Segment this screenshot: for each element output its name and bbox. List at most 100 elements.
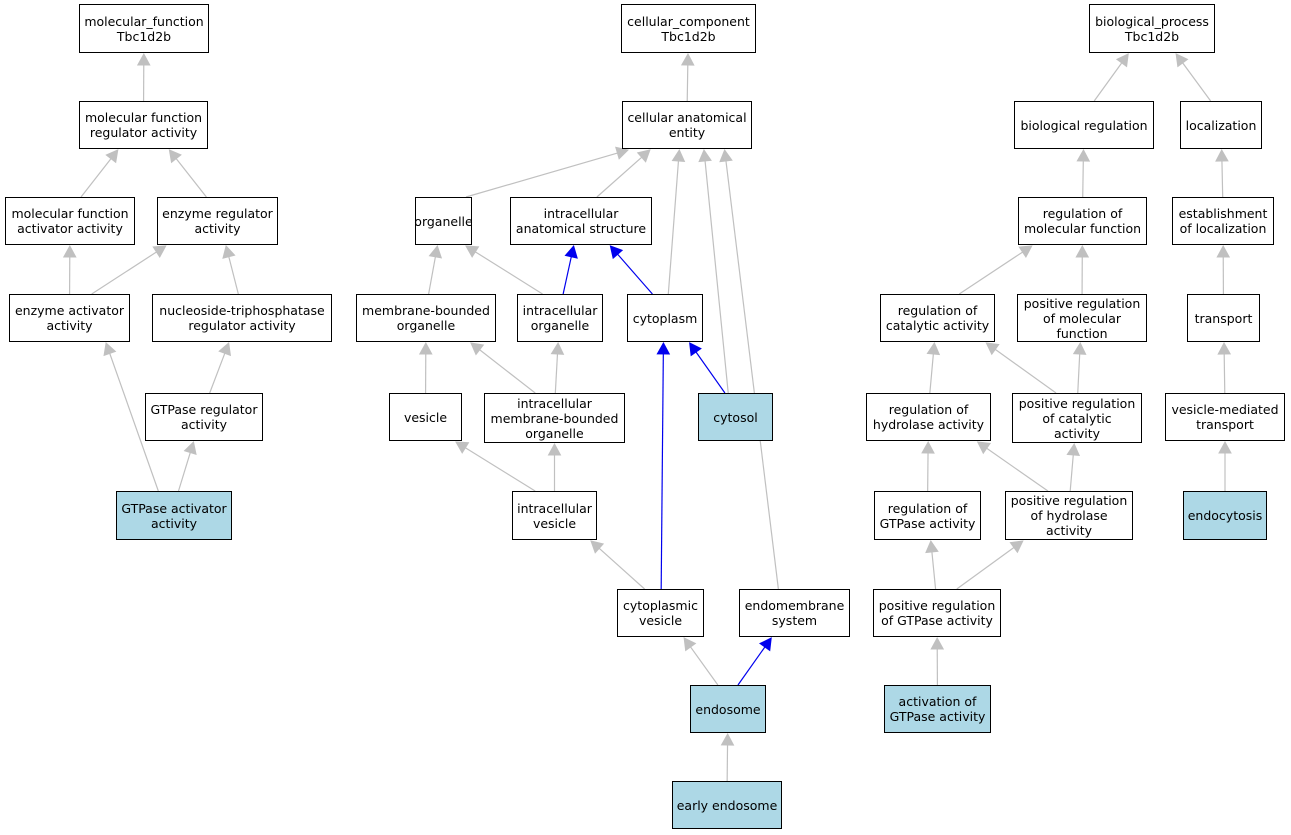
term-node-transport[interactable]: transport [1187,294,1260,342]
edge-enz-act-to-enz-reg [91,251,157,295]
edge-gtp-act-to-gtp-reg [177,452,191,492]
term-label-line: activity [46,318,93,333]
term-node-cytoplasm[interactable]: cytoplasm [627,294,703,342]
term-label-line: Tbc1d2b [116,28,172,44]
term-node-endocytosis[interactable]: endocytosis [1183,491,1267,540]
edge-gtp-reg-to-ntp-reg [209,353,226,394]
edge-reg-cat-to-reg-mf [958,251,1023,295]
term-label-line: organelle [530,318,590,333]
edge-reg-hyd-to-reg-cat [929,353,934,394]
term-label-line: positive regulation [1023,295,1141,311]
term-label-line: vesicle-mediated [1171,402,1279,417]
arrowhead-transport [1217,341,1232,355]
term-label-line: endosome [695,701,761,717]
term-label-line: activation of [898,694,977,709]
term-label-line: molecular_function [84,13,204,29]
term-label-line: function [1056,325,1108,341]
term-label-line: intracellular [517,500,592,516]
arrowhead-cae [636,149,651,163]
edge-enz-reg-to-mf-reg [175,158,207,198]
term-label-line: of localization [1179,221,1267,236]
term-label-line: molecular function [11,206,129,221]
arrowhead-cv [683,637,697,652]
edge-pos-hyd-to-reg-hyd [986,447,1049,492]
arrowhead-bioreg [1076,148,1091,162]
arrowhead-organelle [428,244,443,259]
term-label-line: positive regulation [1010,493,1128,508]
edge-organelle-to-cae [465,152,618,198]
arrowhead-cae [615,146,630,160]
term-label-line: organelle [396,318,456,333]
arrowhead-iv [590,540,605,554]
term-label-line: transport [1196,417,1254,432]
edge-cytoplasm-to-ias [617,253,653,295]
edge-cytoplasm-to-cae [667,160,680,295]
arrowhead-loc [1215,148,1229,162]
term-label-line: of GTPase activity [881,613,993,628]
arrowhead-mbo [470,342,485,356]
arrowhead-cc-root [680,52,695,66]
term-label-line: GTPase regulator [150,402,258,417]
term-node-bioreg[interactable]: biological regulation [1014,101,1154,149]
edge-reg-mf-to-bioreg [1082,160,1084,198]
arrowhead-cae [719,148,733,163]
term-node-early[interactable]: early endosome [672,781,782,829]
term-label-line: membrane-bounded [490,410,619,426]
term-node-cytosol[interactable]: cytosol [698,393,773,441]
edge-iv-to-vesicle [465,447,536,492]
edge-imbo-to-mbo [479,349,536,394]
term-label-line: cytoplasm [632,310,698,326]
term-node-vesicle[interactable]: vesicle [389,393,462,441]
term-node-endosome[interactable]: endosome [690,685,766,733]
term-label-line: vesicle [532,515,577,531]
arrowhead-organelle [465,245,480,258]
term-label-line: cytosol [713,409,758,425]
term-label-line: enzyme activator [14,303,125,318]
arrowhead-reg-mf [1018,245,1033,259]
arrowhead-reg-cat [985,342,1000,356]
arrowhead-vmt [1218,440,1232,454]
edge-mbo-to-organelle [428,256,436,295]
arrowhead-reg-mf [1075,244,1090,258]
arrowhead-cytoplasm [656,341,671,355]
arrowhead-pos-hyd [1009,540,1024,554]
arrowhead-ias [609,245,624,260]
edge-cae-to-cc-root [686,64,689,102]
arrowhead-endosome [720,732,735,746]
term-node-organelle[interactable]: organelle [414,197,473,245]
term-label-line: hydrolase activity [872,417,985,432]
term-label-line: cellular anatomical [627,110,747,125]
arrowhead-cae [671,148,686,162]
term-node-loc[interactable]: localization [1180,101,1262,149]
